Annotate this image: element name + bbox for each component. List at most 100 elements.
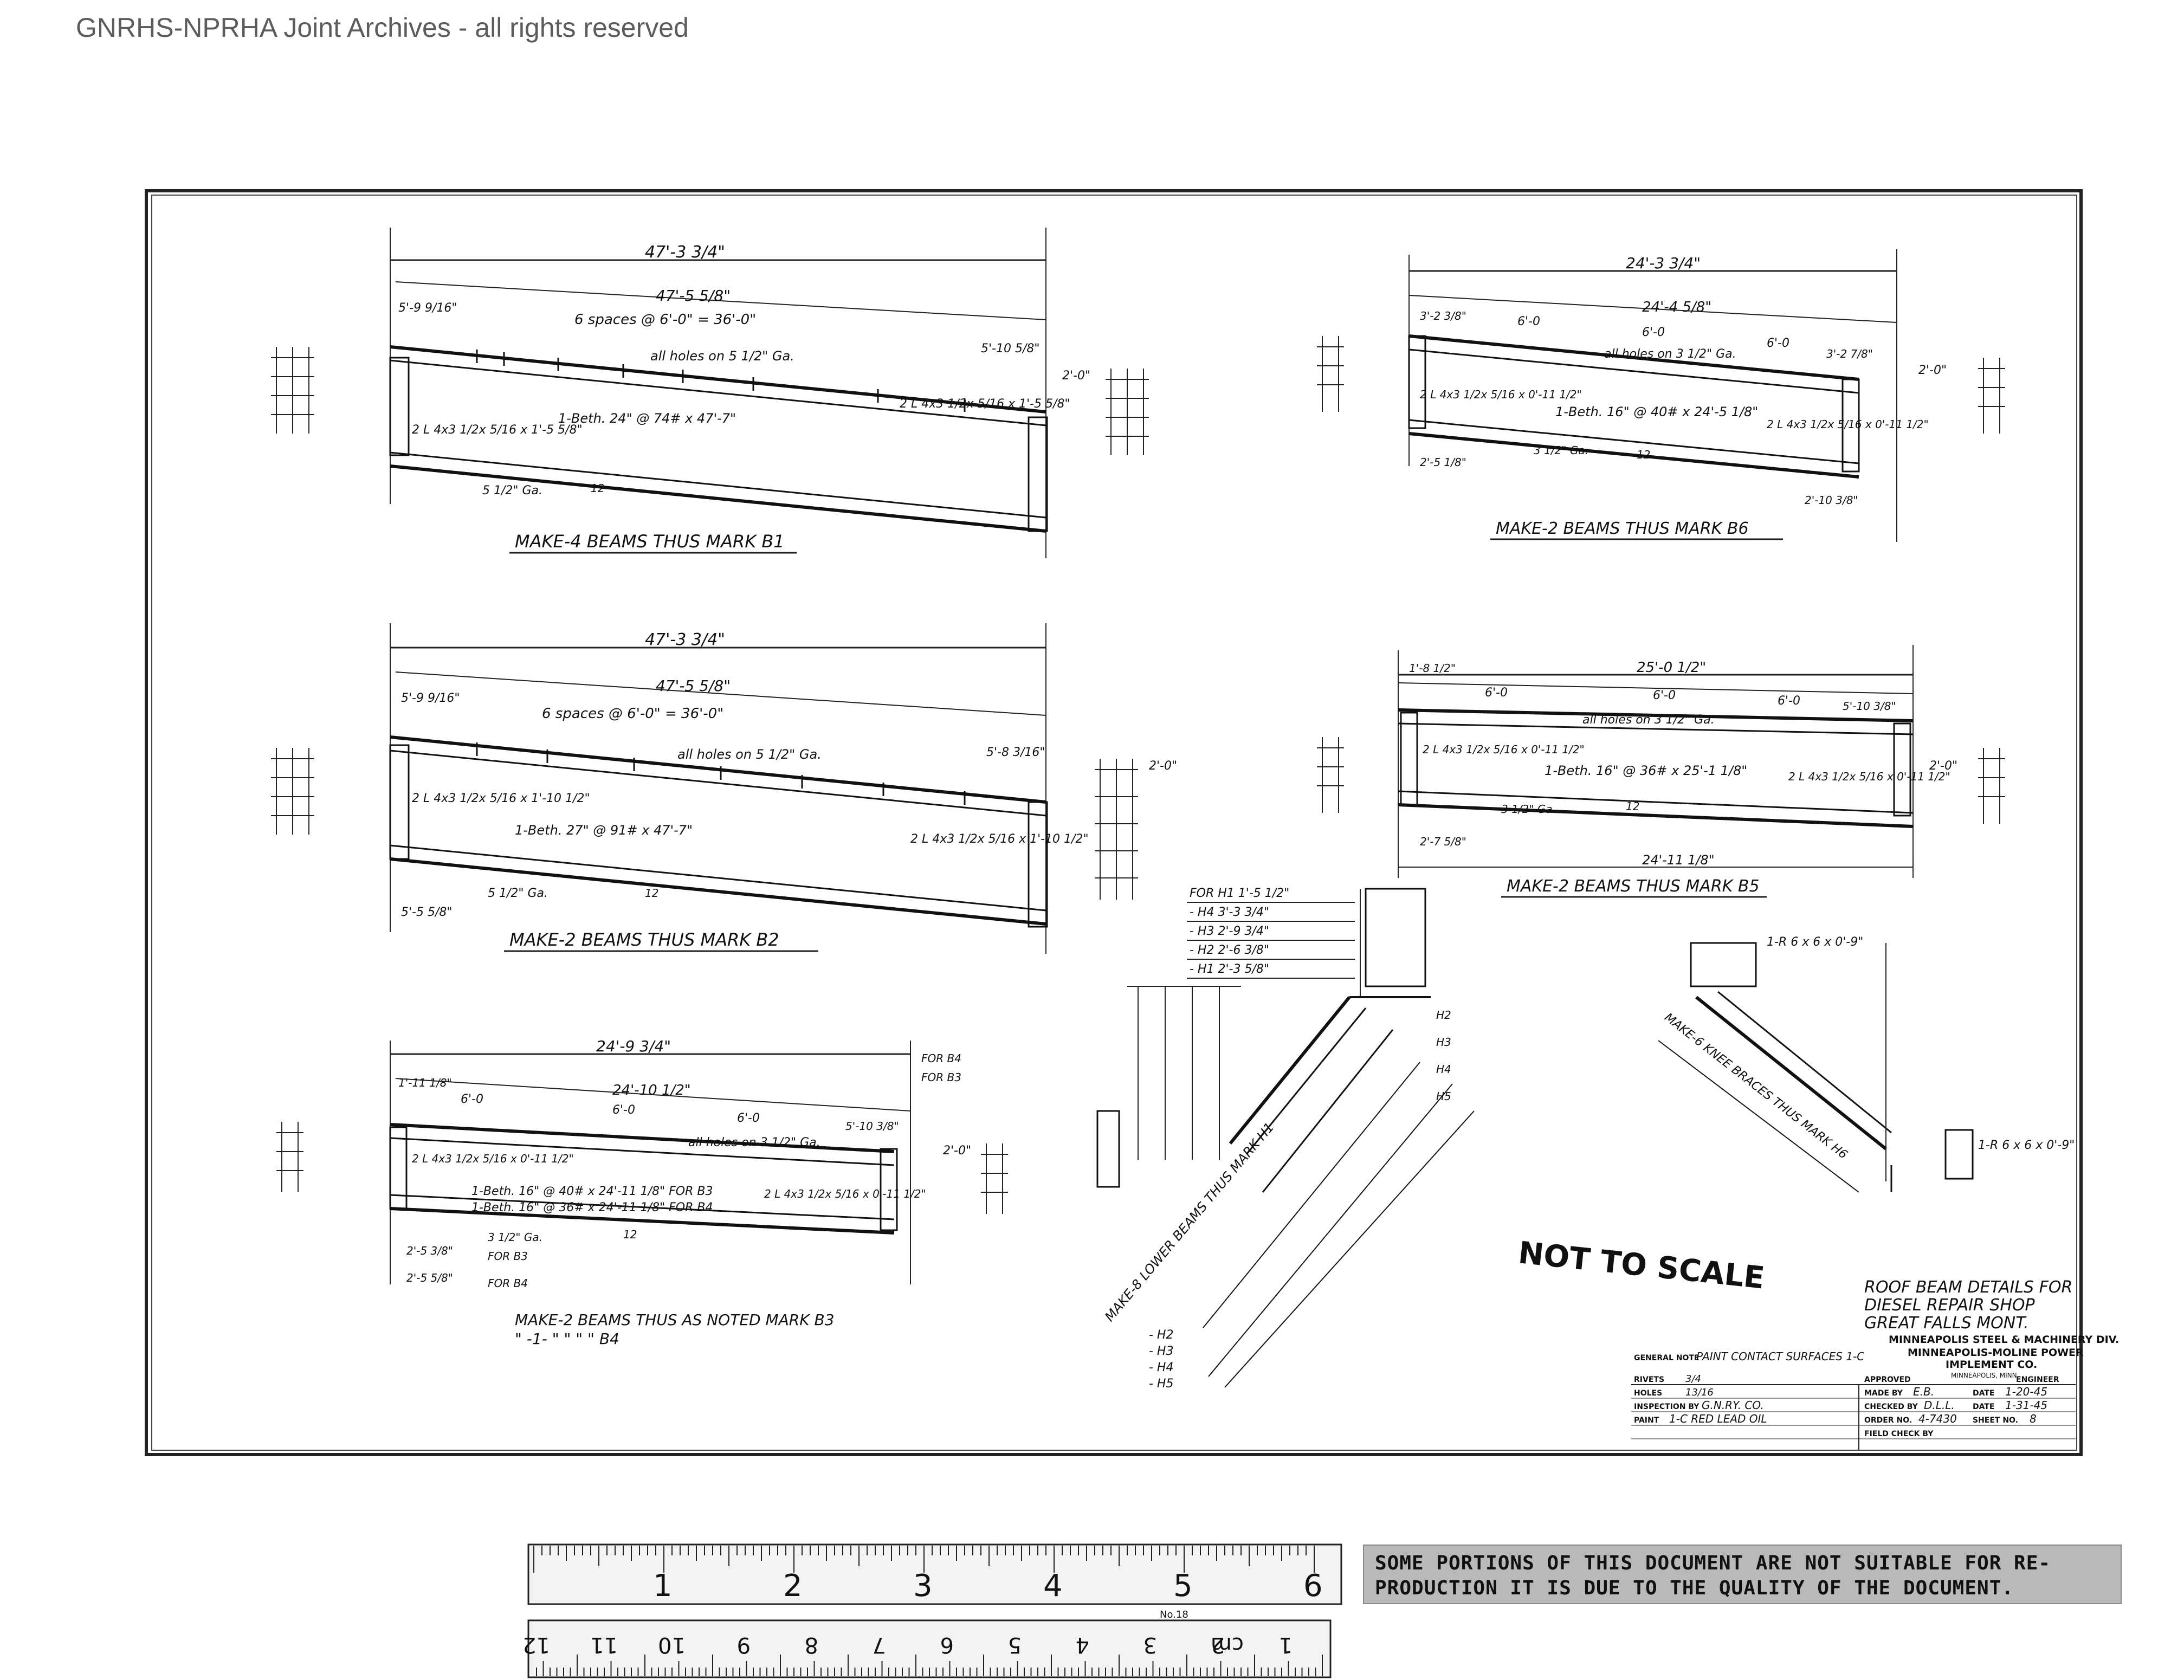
beam-b4-caption: " -1- " " " " B4	[515, 1330, 619, 1348]
ruler-cm-8: 8	[805, 1632, 818, 1657]
beam-b3-caption: MAKE-2 BEAMS THUS AS NOTED MARK B3	[515, 1311, 835, 1329]
sheet-border-inner	[151, 195, 2077, 1451]
title-line-2: DIESEL REPAIR SHOP	[1864, 1296, 2036, 1315]
beam-b6-holes: all holes on 3 1/2" Ga.	[1604, 347, 1736, 361]
company-line-2: MINNEAPOLIS-MOLINE POWER	[1908, 1347, 2084, 1359]
beam-b6-detail: 24'-3 3/4" 24'-4 5/8" 6'-0 6'-0 6'-0 all…	[1317, 249, 2005, 542]
ruler-inch-5: 5	[1173, 1568, 1193, 1604]
beam-b6-slope: 12	[1637, 448, 1650, 461]
beam-b5-angle-right: 2 L 4x3 1/2x 5/16 x 0'-11 1/2"	[1788, 770, 1950, 783]
ruler-cm-4: 4	[1076, 1632, 1089, 1657]
approved-label: APPROVED	[1864, 1375, 1911, 1384]
ruler-cm-6: 6	[940, 1632, 954, 1657]
beam-b2-member: 1-Beth. 27" @ 91# x 47'-7"	[515, 823, 693, 838]
field-check-label: FIELD CHECK BY	[1864, 1430, 1934, 1438]
date-label-1: DATE	[1973, 1389, 1994, 1398]
ruler-cm-12: 12	[522, 1632, 550, 1657]
beam-b2-angle-right: 2 L 4x3 1/2x 5/16 x 1'-10 1/2"	[910, 832, 1089, 846]
beam-b1-detail: 47'-3 3/4" 47'-5 5/8" 6 spaces @ 6'-0" =…	[271, 228, 1149, 558]
h-table-header: FOR H1 1'-5 1/2"	[1190, 887, 1289, 900]
beam-b1-inner-dim: 47'-5 5/8"	[656, 287, 731, 305]
beam-b6-member: 1-Beth. 16" @ 40# x 24'-5 1/8"	[1555, 404, 1758, 419]
lower-beams-detail: FOR H1 1'-5 1/2" - H4 3'-3 3/4" - H3 2'-…	[1096, 887, 1475, 1391]
date-label-2: DATE	[1973, 1403, 1994, 1411]
beam-b5-overall-dim: 24'-11 1/8"	[1642, 852, 1715, 868]
ruler-cm-10: 10	[658, 1632, 686, 1657]
beam-b3-right-offset: 5'-10 3/8"	[845, 1120, 899, 1133]
beam-b5-slope: 12	[1626, 800, 1639, 813]
title-line-3: GREAT FALLS MONT.	[1864, 1314, 2029, 1333]
beam-b3-inner-dim: 24'-10 1/2"	[612, 1082, 691, 1099]
beam-b2-spacing: 6 spaces @ 6'-0" = 36'-0"	[542, 706, 723, 722]
lower-beams-row-h5: - H5	[1149, 1377, 1173, 1391]
beam-b6-bottom-left: 2'-5 1/8"	[1420, 456, 1466, 469]
beam-b1-left-offset: 5'-9 9/16"	[398, 301, 457, 315]
beam-b6-angle-left: 2 L 4x3 1/2x 5/16 x 0'-11 1/2"	[1420, 388, 1582, 401]
beam-b5-angle-left: 2 L 4x3 1/2x 5/16 x 0'-11 1/2"	[1423, 743, 1585, 756]
ruler-cm-2: 2	[1211, 1632, 1225, 1657]
beam-b5-bottom-left: 2'-7 5/8"	[1420, 835, 1466, 848]
beam-b6-caption: MAKE-2 BEAMS THUS MARK B6	[1496, 519, 1749, 538]
beam-b5-left-offset: 1'-8 1/2"	[1409, 662, 1456, 675]
beam-b5-caption: MAKE-2 BEAMS THUS MARK B5	[1507, 877, 1760, 896]
lower-beam-label-h3: H3	[1436, 1036, 1451, 1049]
lower-beam-label-h4: H4	[1436, 1063, 1451, 1076]
ruler-cm-5: 5	[1008, 1632, 1022, 1657]
beam-b3-bottom-note: FOR B3	[488, 1250, 528, 1263]
beam-b3-b4-detail: 24'-9 3/4" 24'-10 1/2" 6'-0 6'-0 6'-0 al…	[276, 1037, 1008, 1348]
ruler-inch-1: 1	[653, 1568, 673, 1604]
beam-b2-bottom-offset: 5'-5 5/8"	[401, 906, 453, 919]
beam-b3-for-b3-note: FOR B3	[921, 1071, 961, 1084]
ruler-cm-7: 7	[873, 1632, 886, 1657]
lower-beams-row-h2: - H2	[1149, 1328, 1173, 1342]
general-note-label: GENERAL NOTE	[1634, 1354, 1699, 1362]
archive-watermark: GNRHS-NPRHA Joint Archives - all rights …	[76, 12, 689, 43]
beam-b6-overall-dim: 24'-3 3/4"	[1626, 254, 1701, 272]
beam-b6-space-2: 6'-0	[1642, 326, 1665, 339]
beam-b5-detail: 25'-0 1/2" 6'-0 6'-0 6'-0 all holes on 3…	[1317, 645, 2005, 898]
beam-b3-height: 2'-0"	[943, 1144, 971, 1158]
ruler-inch-3: 3	[913, 1568, 933, 1604]
checked-by-label: CHECKED BY	[1864, 1403, 1918, 1411]
beam-b6-left-offset: 3'-2 3/8"	[1420, 309, 1466, 322]
lower-beams-row-h3: - H3	[1149, 1345, 1173, 1358]
beam-b2-overall-dim: 47'-3 3/4"	[645, 630, 725, 649]
beam-b3-space-3: 6'-0	[737, 1112, 760, 1125]
beam-b6-space-1: 6'-0	[1517, 315, 1540, 328]
title-line-1: ROOF BEAM DETAILS FOR	[1864, 1278, 2072, 1297]
beam-b5-height: 2'-0"	[1929, 759, 1957, 773]
rivets-label: RIVETS	[1634, 1375, 1664, 1384]
inspection-value: G.N.RY. CO.	[1702, 1399, 1764, 1412]
beam-b2-right-offset: 5'-8 3/16"	[986, 746, 1045, 759]
beam-b2-height: 2'-0"	[1149, 759, 1177, 773]
knee-brace-caption: MAKE-6 KNEE BRACES THUS MARK H6	[1662, 1011, 1850, 1162]
order-no-label: ORDER NO.	[1864, 1416, 1912, 1425]
beam-b3-slope: 12	[623, 1228, 637, 1241]
h-table-row-h4: - H4 3'-3 3/4"	[1190, 906, 1269, 919]
beam-b3-left-offset: 1'-11 1/8"	[398, 1076, 452, 1089]
beam-b1-gauge: 5 1/2" Ga.	[482, 484, 542, 497]
knee-brace-side-label: 1-R 6 x 6 x 0'-9"	[1978, 1139, 2075, 1152]
measuring-ruler: 1 2 3 4 5 6 No.18 1 cm 2 3 4 5 6 7 8 9 1…	[522, 1543, 1342, 1678]
beam-b3-bottom-left: 2'-5 3/8"	[406, 1244, 453, 1257]
beam-b1-holes: all holes on 5 1/2" Ga.	[650, 348, 794, 364]
lower-beams-caption: MAKE-8 LOWER BEAMS THUS MARK H1	[1102, 1120, 1277, 1324]
beam-b6-bottom-right: 2'-10 3/8"	[1805, 494, 1858, 507]
beam-b2-detail: 47'-3 3/4" 47'-5 5/8" 6 spaces @ 6'-0" =…	[271, 623, 1177, 954]
beam-b3-gauge: 3 1/2" Ga.	[488, 1231, 542, 1244]
paint-value: 1-C RED LEAD OIL	[1669, 1412, 1767, 1425]
paint-label: PAINT	[1634, 1416, 1659, 1425]
beam-b2-gauge: 5 1/2" Ga.	[488, 887, 548, 900]
beam-b5-space-2: 6'-0	[1653, 689, 1676, 702]
company-line-1: MINNEAPOLIS STEEL & MACHINERY DIV.	[1889, 1334, 2119, 1346]
beam-b5-inner-dim: 25'-0 1/2"	[1637, 660, 1706, 676]
beam-b6-angle-right: 2 L 4x3 1/2x 5/16 x 0'-11 1/2"	[1767, 418, 1929, 431]
general-note-value: PAINT CONTACT SURFACES 1-C	[1696, 1350, 1864, 1363]
beam-b5-right-offset: 5'-10 3/8"	[1843, 700, 1896, 713]
date-value-2: 1-31-45	[2005, 1399, 2047, 1412]
rivets-value: 3/4	[1685, 1373, 1701, 1385]
ruler-cm-9: 9	[737, 1632, 751, 1657]
lower-beam-label-h2: H2	[1436, 1009, 1451, 1022]
ruler-inch-4: 4	[1043, 1568, 1063, 1604]
beam-b3-holes: all holes on 3 1/2" Ga.	[688, 1136, 820, 1149]
